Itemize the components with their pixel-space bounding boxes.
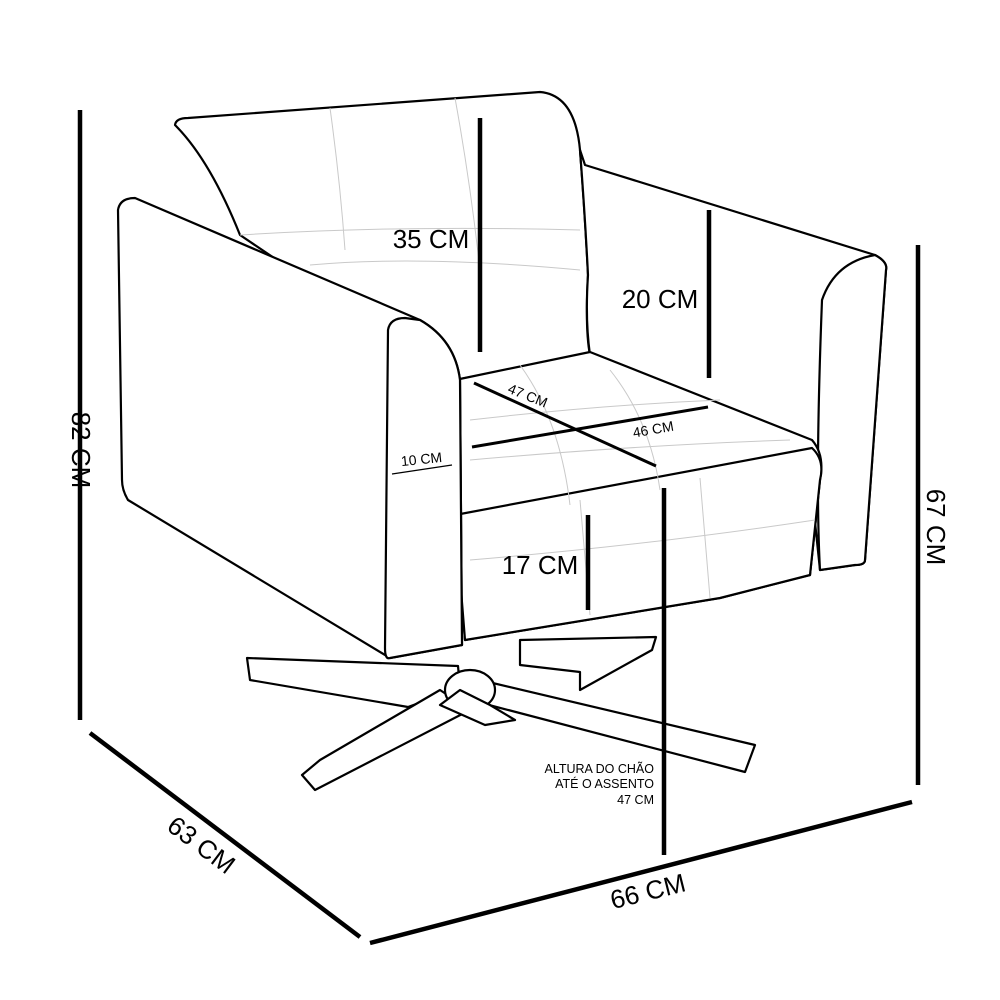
floor-to-seat-label-line3: 47 CM	[617, 793, 654, 807]
depth-label: 63 CM	[162, 810, 241, 880]
swivel-base	[245, 635, 757, 792]
dimension-lines	[77, 110, 921, 946]
floor-to-seat-label-line1: ALTURA DO CHÃO	[544, 762, 654, 776]
armrest-width-line	[391, 464, 453, 475]
armrest-width-label: 10 CM	[400, 449, 443, 469]
seat-depth-line	[473, 381, 657, 468]
seat	[453, 350, 823, 642]
width-line	[369, 799, 913, 946]
width-label: 66 CM	[607, 867, 689, 915]
seat-thickness-label: 17 CM	[502, 550, 579, 580]
backrest-height-label: 35 CM	[393, 224, 470, 254]
seat-width-label: 46 CM	[631, 418, 674, 441]
armrest-height-label: 67 CM	[921, 489, 951, 566]
side-height-label: 20 CM	[622, 284, 699, 314]
total-height-label: 82 CM	[66, 412, 96, 489]
seat-width-line	[471, 405, 709, 449]
floor-to-seat-label-line2: ATÉ O ASSENTO	[555, 776, 654, 791]
depth-line	[88, 731, 362, 939]
left-armrest	[116, 196, 464, 660]
